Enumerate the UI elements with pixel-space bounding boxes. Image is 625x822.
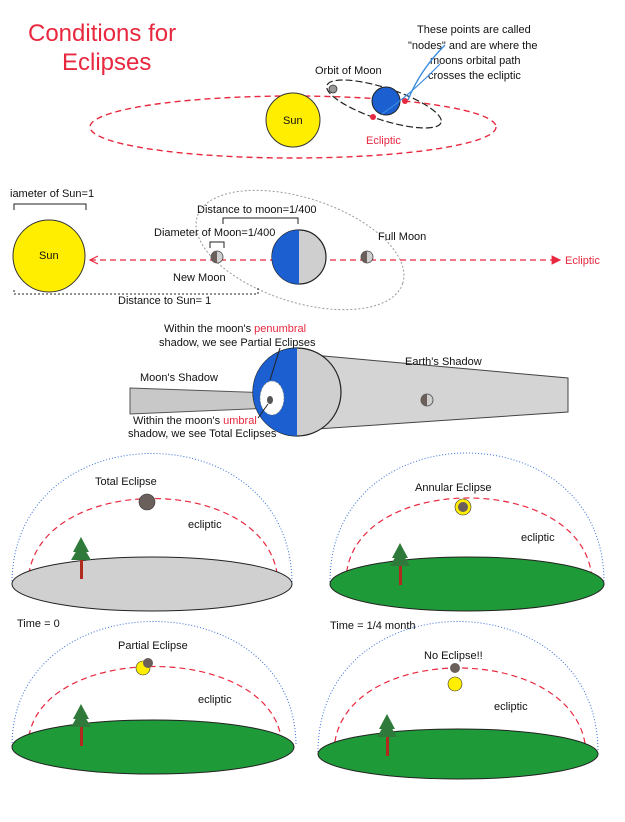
tree-crown-top [73,537,89,552]
new-moon-dark-side [211,251,217,263]
sun-label: Sun [283,115,303,127]
nodes-note-line-4: crosses the ecliptic [428,70,521,82]
umbral-pointer [257,403,269,419]
nodes-note-line-1: These points are called [417,24,531,36]
ecliptic-arc [27,497,279,585]
sky-panel-partial: Partial Eclipse ecliptic [11,621,297,775]
ecliptic-label-p3: ecliptic [198,694,232,706]
ecliptic-label-middle: Ecliptic [565,255,600,267]
ecliptic-label-p1: ecliptic [188,519,222,531]
new-moon-label: New Moon [173,272,226,284]
ground-disc [317,728,599,780]
umbral-word: umbral [223,415,257,427]
sun-label-middle: Sun [39,250,59,262]
nodes-pointer-arrow-2 [381,63,441,115]
sky-panel-no-eclipse: No Eclipse!! ecliptic [317,621,599,780]
ecliptic-label-top: Ecliptic [366,135,401,147]
moons-shadow-label: Moon's Shadow [140,372,218,384]
moon-disc [328,84,338,94]
earths-shadow-label: Earth's Shadow [405,356,482,368]
penumbral-word: penumbral [254,323,306,335]
page-title-line-2: Eclipses [62,49,151,76]
ecliptic-arc [333,667,587,753]
node-point-2 [402,98,408,104]
full-moon-label: Full Moon [378,231,426,243]
page-title-line-1: Conditions for [28,20,176,47]
sun-disc [265,92,321,148]
no-eclipse-label: No Eclipse!! [424,650,483,662]
distance-to-sun-label: Distance to Sun= 1 [118,295,211,307]
penumbral-note-prefix: Within the moon's [164,323,254,335]
tree-trunk [399,566,402,585]
sun-no-eclipse [447,676,463,692]
ecliptic-label-p4: ecliptic [494,701,528,713]
tree-crown-top [379,714,395,729]
diameter-of-sun-label: iameter of Sun=1 [10,188,94,200]
diameter-of-moon-label: Diameter of Moon=1/400 [154,227,275,239]
ground-disc [329,556,605,612]
total-eclipse-label: Total Eclipse [95,476,157,488]
nodes-pointer-arrow [407,44,446,101]
time-0-label: Time = 0 [17,618,60,630]
ecliptic-label-p2: ecliptic [521,532,555,544]
time-quarter-month-label: Time = 1/4 month [330,620,416,632]
umbral-note-line-2: shadow, we see Total Eclipses [128,428,277,440]
ecliptic-ellipse [89,95,497,159]
eclipsed-sun [138,493,156,511]
umbral-note-line-1: Within the moon's umbral [133,415,257,427]
shadow-panel: Within the moon's penumbral shadow, we s… [128,323,569,440]
sky-dome [329,452,605,583]
annular-eclipse-label: Annular Eclipse [415,482,491,494]
tree-trunk [80,727,83,746]
moon-diameter-bracket [209,241,225,248]
distance-to-moon-label: Distance to moon=1/400 [197,204,317,216]
tree-trunk [80,560,83,579]
penumbral-note-line-1: Within the moon's penumbral [164,323,306,335]
sky-panel-total: Total Eclipse ecliptic Time = 0 [11,453,293,630]
tree-crown-top [73,704,89,719]
distance-to-moon-bracket [222,217,299,224]
umbral-spot [267,396,273,404]
moons-shadow-cone [129,387,273,415]
annular-moon [458,502,468,512]
ecliptic-arrow-back [88,255,99,265]
moon-in-earth-shadow-dark [421,394,427,406]
nodes-note-line-2: "nodes" and are where the [408,40,538,52]
umbral-note-prefix: Within the moon's [133,415,223,427]
ecliptic-arc [27,665,283,747]
sun-disc-middle [12,219,86,293]
tree-crown-top [392,543,408,558]
penumbral-note-line-2: shadow, we see Partial Eclipses [159,337,316,349]
sky-dome [317,621,599,753]
ground-disc [11,719,295,775]
moon-no-eclipse [450,663,460,673]
top-orbit-panel: Sun Orbit of Moon Ecliptic These points … [89,24,538,159]
earth-day-side [272,230,299,284]
partial-moon [143,658,153,668]
sun-diameter-bracket [13,203,87,210]
sky-dome [11,621,297,747]
distance-scale-panel: iameter of Sun=1 Sun Ecliptic Distance t… [10,188,600,311]
ground-disc [11,556,293,612]
node-point-1 [370,114,376,120]
partial-eclipse-label: Partial Eclipse [118,640,188,652]
sky-dome [11,453,293,585]
ecliptic-arc [345,497,593,583]
distance-to-sun-bracket [13,288,259,295]
nodes-note-line-3: moons orbital path [430,55,521,67]
tree-trunk [386,737,389,756]
sky-panel-annular: Annular Eclipse ecliptic Time = 1/4 mont… [329,452,605,632]
penumbral-pointer [269,347,281,381]
full-moon-dark-side [361,251,367,263]
moon-orbit-tilted [195,189,405,311]
orbit-of-moon-label: Orbit of Moon [315,65,382,77]
